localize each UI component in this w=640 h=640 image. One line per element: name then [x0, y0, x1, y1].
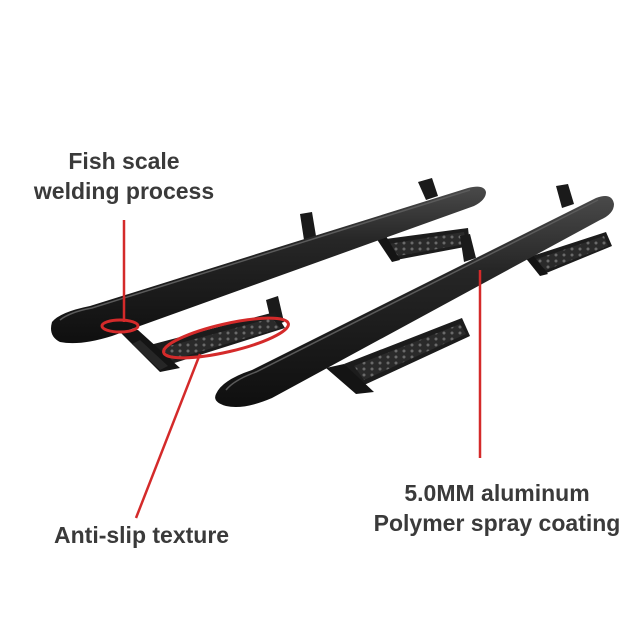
step-pad [376, 228, 470, 262]
step-pad-anti-slip [118, 312, 285, 372]
front-bar-tube [215, 196, 614, 407]
step-pad [326, 318, 470, 394]
material-label: 5.0MM aluminum Polymer spray coating [354, 478, 640, 538]
anti-slip-label: Anti-slip texture [54, 522, 230, 548]
welding-process-label: Fish scale welding process [0, 146, 248, 206]
welding-label-line2: welding process [33, 178, 215, 204]
material-label-line2: Polymer spray coating [373, 510, 621, 536]
rear-running-board [51, 178, 486, 372]
step-pad [524, 232, 612, 276]
front-running-board [215, 184, 614, 407]
mounting-bracket [460, 184, 574, 262]
material-label-line1: 5.0MM aluminum [404, 480, 590, 506]
callout-welding [100, 220, 140, 334]
welding-label-line1: Fish scale [68, 148, 180, 174]
callout-anti-slip [134, 316, 290, 519]
rear-bar-tube [51, 186, 486, 344]
